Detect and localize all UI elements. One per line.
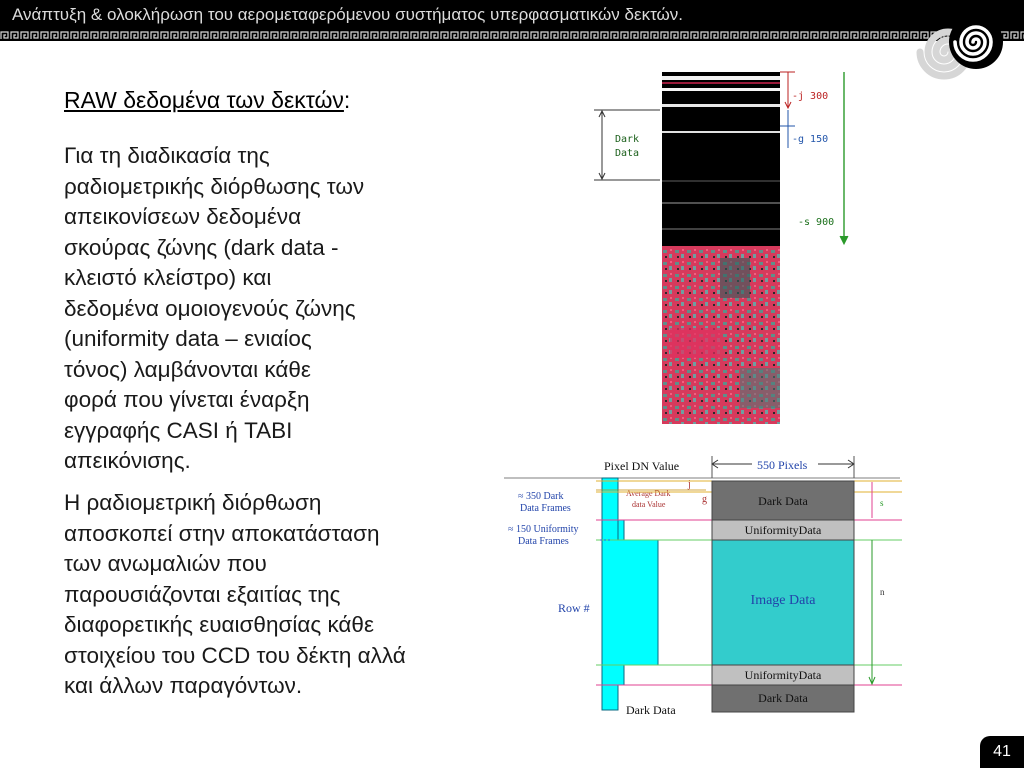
s-letter: s — [880, 498, 884, 508]
j-label: -j 300 — [792, 91, 828, 102]
spiral-logo-icon — [916, 15, 1003, 80]
dark-frames-line1: ≈ 350 Dark — [518, 491, 563, 502]
n-letter: n — [880, 587, 885, 597]
dn-profile — [601, 477, 659, 711]
block-image-label: Image Data — [751, 593, 817, 608]
s-label: -s 900 — [798, 217, 834, 228]
dark-data-bottom-caption: Dark Data — [626, 703, 676, 717]
uniformity-frames-line2: Data Frames — [518, 536, 569, 547]
raw-image-figure: Dark Data -j 300 -g 150 -s 900 — [594, 71, 849, 424]
j-letter: j — [687, 479, 691, 490]
avg-dark-line2: data Value — [632, 500, 666, 509]
dark-label-line1: Dark — [615, 134, 639, 145]
block-dark-bottom-label: Dark Data — [758, 691, 808, 705]
slide-heading: RAW δεδομένα των δεκτών: — [64, 87, 350, 114]
dark-label-line2: Data — [615, 148, 639, 159]
heading-text: RAW δεδομένα των δεκτών — [64, 87, 344, 113]
heading-suffix: : — [343, 87, 351, 113]
frame-structure-diagram: Pixel DN Value 550 Pixels ≈ 350 Dark Dat… — [504, 456, 902, 717]
pixel-dn-label: Pixel DN Value — [604, 459, 679, 473]
block-dark-bottom — [711, 684, 855, 713]
block-image — [711, 539, 855, 666]
uniformity-frames-line1: ≈ 150 Uniformity — [508, 524, 578, 535]
meander-border — [0, 29, 1024, 41]
header-title: Ανάπτυξη & ολοκλήρωση του αερομεταφερόμε… — [12, 5, 684, 24]
row-label: Row # — [558, 601, 590, 615]
page-number: 41 — [980, 736, 1024, 768]
block-uniformity-top-label: UniformityData — [745, 523, 822, 537]
block-uniformity-bottom-label: UniformityData — [745, 668, 822, 682]
avg-dark-line1: Average Dark — [626, 489, 671, 498]
block-dark-top — [711, 480, 855, 521]
paragraph-2: Η ραδιομετρική διόρθωση αποσκοπεί στην α… — [64, 490, 406, 698]
dark-frames-line2: Data Frames — [520, 503, 571, 514]
g-letter: g — [702, 494, 707, 505]
header-bar: Ανάπτυξη & ολοκλήρωση του αερομεταφερόμε… — [0, 0, 1024, 30]
g-label: -g 150 — [792, 134, 828, 145]
block-dark-top-label: Dark Data — [758, 494, 808, 508]
pixels-label: 550 Pixels — [757, 458, 808, 472]
paragraph-1: Για τη διαδικασία της ραδιομετρικής διόρ… — [64, 143, 365, 473]
